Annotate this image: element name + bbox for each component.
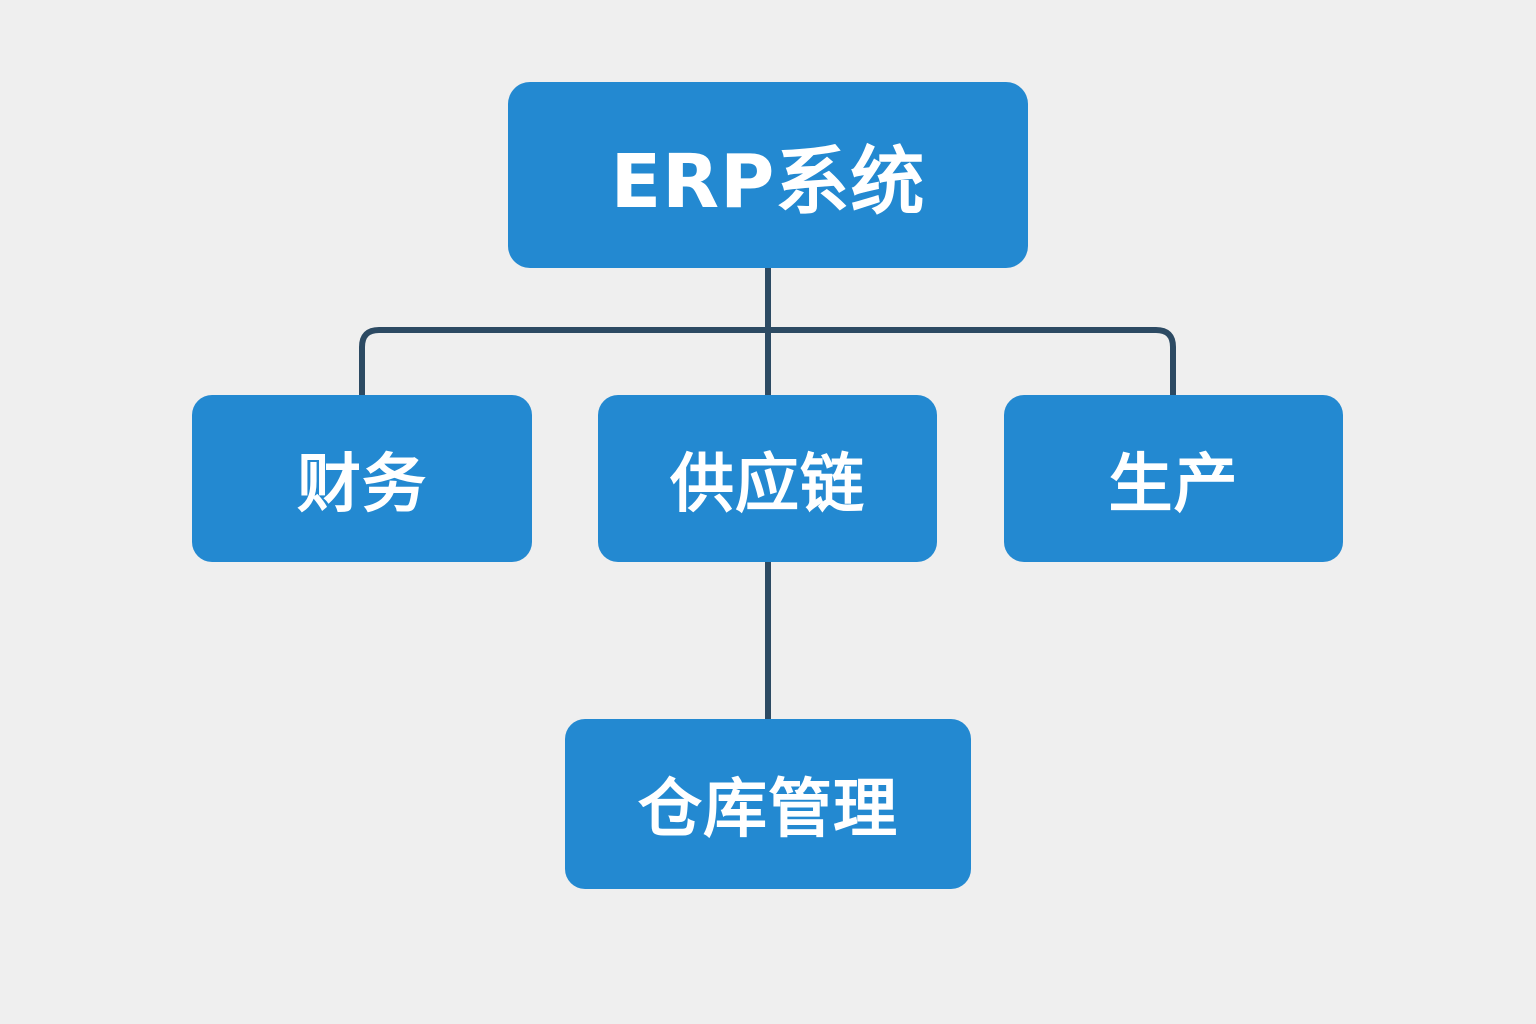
node-finance: 财务 [192, 395, 532, 562]
connector-bus-to-finance [359, 327, 768, 396]
node-supply-chain: 供应链 [598, 395, 937, 562]
node-warehouse-management: 仓库管理 [565, 719, 971, 889]
node-production: 生产 [1004, 395, 1343, 562]
node-supply-chain-label: 供应链 [670, 447, 865, 522]
node-erp-system-label: ERP系统 [610, 138, 926, 225]
node-warehouse-management-label: 仓库管理 [638, 773, 898, 847]
node-production-label: 生产 [1108, 447, 1239, 522]
node-erp-system: ERP系统 [508, 82, 1028, 268]
connector-bus-to-production [768, 327, 1176, 396]
node-finance-label: 财务 [297, 447, 427, 522]
